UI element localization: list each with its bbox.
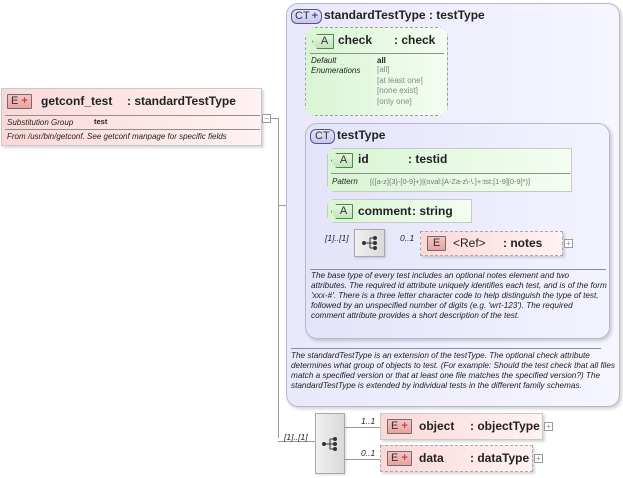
- element-name: <Ref>: [453, 236, 486, 250]
- element-getconf-test[interactable]: E+ getconf_test : standardTestType Subst…: [1, 88, 262, 146]
- complex-type-title: standardTestType : testType: [324, 8, 485, 22]
- badge-letter: CT: [295, 10, 310, 22]
- element-name: object: [419, 419, 455, 433]
- badge-letter: A: [320, 35, 329, 47]
- enumeration-item: [only one]: [377, 96, 412, 106]
- attribute-check[interactable]: A check : check Default all Enumerations…: [305, 27, 448, 116]
- badge-letter: E: [391, 452, 399, 464]
- connector: [278, 441, 315, 442]
- attribute-badge-icon: A: [331, 204, 353, 219]
- complex-type-badge-icon: CT+: [291, 9, 323, 24]
- expand-toggle[interactable]: +: [544, 422, 553, 431]
- plus-icon: +: [21, 95, 28, 107]
- minus-icon: −: [264, 114, 269, 123]
- element-object[interactable]: E+ object : objectType: [380, 413, 543, 440]
- collapse-toggle[interactable]: −: [262, 114, 271, 123]
- notes-cardinality: 0..1: [400, 233, 415, 243]
- object-cardinality: 1..1: [361, 416, 376, 426]
- divider: [331, 173, 570, 174]
- plus-icon: +: [401, 420, 408, 432]
- enumerations-label: Enumerations: [311, 66, 361, 75]
- plus-icon: +: [311, 10, 319, 22]
- substitution-group-value: test: [94, 117, 108, 126]
- expand-toggle[interactable]: +: [564, 239, 573, 248]
- default-value: all: [377, 56, 386, 65]
- attribute-name: id: [358, 152, 369, 166]
- pattern-label: Pattern: [332, 177, 358, 186]
- sequence-compositor[interactable]: [315, 413, 345, 474]
- attribute-type: : check: [394, 33, 436, 47]
- element-type: : objectType: [470, 419, 540, 433]
- divider: [5, 129, 260, 130]
- sequence-icon: [322, 436, 337, 451]
- test-type-documentation: The base type of every test includes an …: [311, 271, 607, 320]
- element-name: getconf_test: [41, 94, 113, 108]
- attribute-name: check: [338, 33, 373, 47]
- element-ref-notes[interactable]: E <Ref> : notes: [420, 231, 563, 256]
- attribute-comment[interactable]: A comment : string: [327, 199, 472, 223]
- divider: [310, 53, 444, 54]
- element-badge-icon: E+: [387, 451, 412, 466]
- standard-test-type-documentation: The standardTestType is an extension of …: [291, 351, 616, 390]
- attribute-badge-icon: A: [312, 34, 334, 49]
- default-label: Default: [311, 56, 337, 65]
- element-type: : standardTestType: [127, 94, 236, 108]
- attribute-badge-icon: A: [331, 153, 353, 168]
- attribute-type: : string: [412, 204, 453, 218]
- badge-letter: E: [11, 95, 19, 107]
- element-name: data: [419, 451, 444, 465]
- badge-letter: CT: [315, 130, 330, 142]
- data-cardinality: 0..1: [361, 448, 376, 458]
- plus-icon: +: [546, 422, 551, 431]
- connector: [270, 118, 278, 119]
- element-type: : dataType: [470, 451, 530, 465]
- plus-icon: +: [566, 239, 571, 248]
- divider: [5, 115, 260, 116]
- badge-letter: A: [339, 205, 348, 217]
- connector: [278, 118, 279, 438]
- sequence-compositor[interactable]: [354, 229, 385, 257]
- connector: [345, 427, 380, 428]
- divider: [291, 348, 601, 349]
- element-data[interactable]: E+ data : dataType: [380, 445, 533, 472]
- enumeration-item: [all]: [377, 65, 390, 74]
- sequence-cardinality: [1]..[1]: [325, 233, 349, 243]
- element-badge-icon: E+: [7, 94, 32, 109]
- attribute-type: : testid: [408, 152, 448, 166]
- plus-icon: +: [401, 452, 408, 464]
- element-badge-icon: E+: [387, 419, 412, 434]
- expand-toggle[interactable]: +: [534, 454, 543, 463]
- complex-type-badge-icon: CT: [310, 129, 335, 144]
- enumeration-item: [at least one]: [377, 75, 423, 85]
- plus-icon: +: [536, 454, 541, 463]
- enumeration-list: [all] [at least one] [none exist] [only …: [377, 65, 423, 107]
- connector: [278, 205, 286, 206]
- element-documentation: From /usr/bin/getconf. See getconf manpa…: [7, 132, 227, 141]
- sequence-icon: [361, 236, 377, 250]
- connector: [345, 459, 380, 460]
- badge-letter: E: [433, 237, 441, 249]
- element-badge-icon: E: [427, 236, 447, 251]
- complex-type-title: testType: [337, 128, 386, 142]
- badge-letter: E: [391, 420, 399, 432]
- divider: [310, 269, 606, 270]
- attribute-id[interactable]: A id : testid Pattern [([a-z]{3}-[0-9]+)…: [327, 148, 572, 192]
- badge-letter: A: [339, 154, 348, 166]
- pattern-value: [([a-z]{3}-[0-9]+)|(oval:[A-Za-z\-\.]+:t…: [370, 177, 531, 186]
- attribute-name: comment: [358, 204, 412, 218]
- element-type: : notes: [503, 236, 543, 250]
- enumeration-item: [none exist]: [377, 86, 418, 95]
- substitution-group-label: Substitution Group: [7, 118, 74, 127]
- sequence-cardinality: [1]..[1]: [284, 432, 308, 442]
